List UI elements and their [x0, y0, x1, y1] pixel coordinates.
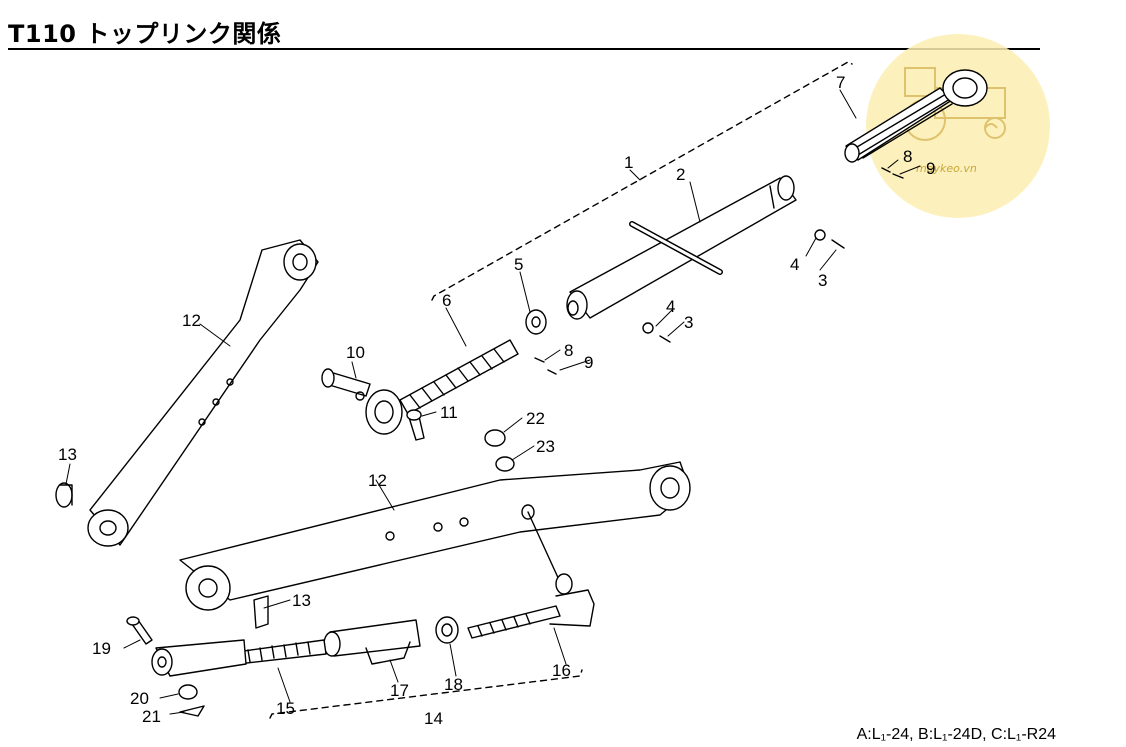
part-20-washer: [178, 684, 198, 700]
callout-labels: 1 2 3 3 4 4 5 6 7 8 8 9 9 10 11 12 12 13…: [58, 73, 935, 728]
callout-13b: 13: [292, 591, 311, 610]
callout-4b: 4: [666, 297, 675, 316]
part-9-pin: [547, 369, 557, 375]
callout-16: 16: [552, 661, 571, 680]
callout-20: 20: [130, 689, 149, 708]
assembly-14-bracket: [269, 669, 583, 719]
watermark: maykeo.vn: [866, 34, 1050, 218]
callout-13a: 13: [58, 445, 77, 464]
part-6-threaded-rod: [365, 339, 519, 435]
part-3-4-hardware: [642, 229, 845, 343]
part-9-pin-b: [892, 173, 904, 179]
part-18-nut: [435, 616, 459, 644]
part-12-arm-lower: [179, 461, 691, 611]
part-19-pin: [126, 616, 153, 645]
title-rule: [8, 48, 1040, 50]
callout-21: 21: [142, 707, 161, 726]
part-13-clip-lower: [253, 595, 269, 629]
part-5-nut: [525, 309, 547, 335]
part-8-pin-b: [881, 167, 891, 173]
watermark-text: maykeo.vn: [916, 162, 977, 175]
callout-10: 10: [346, 343, 365, 362]
callout-1: 1: [624, 153, 633, 172]
part-13-clip-upper: [55, 482, 73, 508]
model-variants-note: A:L₁-24, B:L₁-24D, C:L₁-R24: [856, 726, 1056, 743]
part-15-threaded-end: [151, 639, 327, 677]
part-23-washer: [495, 456, 515, 472]
callout-8a: 8: [564, 341, 573, 360]
part-12-arm-upper: [87, 239, 319, 547]
callout-18: 18: [444, 675, 463, 694]
page-title: T110 トップリンク関係: [8, 20, 282, 48]
callout-9a: 9: [584, 353, 593, 372]
part-21-clip: [179, 705, 205, 717]
callout-17: 17: [390, 681, 409, 700]
part-10-pin: [321, 368, 371, 401]
callout-22: 22: [526, 409, 545, 428]
callout-23: 23: [536, 437, 555, 456]
callout-5: 5: [514, 255, 523, 274]
callout-15: 15: [276, 699, 295, 718]
part-8-pin: [534, 357, 545, 363]
part-17-turnbuckle: [323, 619, 421, 665]
callout-14: 14: [424, 709, 443, 728]
part-2-tube: [566, 175, 797, 320]
callout-6: 6: [442, 291, 451, 310]
callout-4a: 4: [790, 255, 799, 274]
callout-7: 7: [836, 73, 845, 92]
part-22-nut: [484, 429, 506, 447]
callout-2: 2: [676, 165, 685, 184]
callout-12b: 12: [368, 471, 387, 490]
callout-3b: 3: [684, 313, 693, 332]
assembly-1-bracket: [431, 61, 853, 301]
part-16-rod: [467, 511, 595, 639]
callout-19: 19: [92, 639, 111, 658]
watermark-circle: [866, 34, 1050, 218]
callout-8b: 8: [903, 147, 912, 166]
callout-9b: 9: [926, 159, 935, 178]
part-11-bolt: [406, 409, 425, 441]
callout-11: 11: [440, 403, 458, 422]
leader-lines: [65, 89, 921, 715]
callout-3a: 3: [818, 271, 827, 290]
part-7-end-fitting: [844, 69, 988, 163]
callout-12a: 12: [182, 311, 201, 330]
